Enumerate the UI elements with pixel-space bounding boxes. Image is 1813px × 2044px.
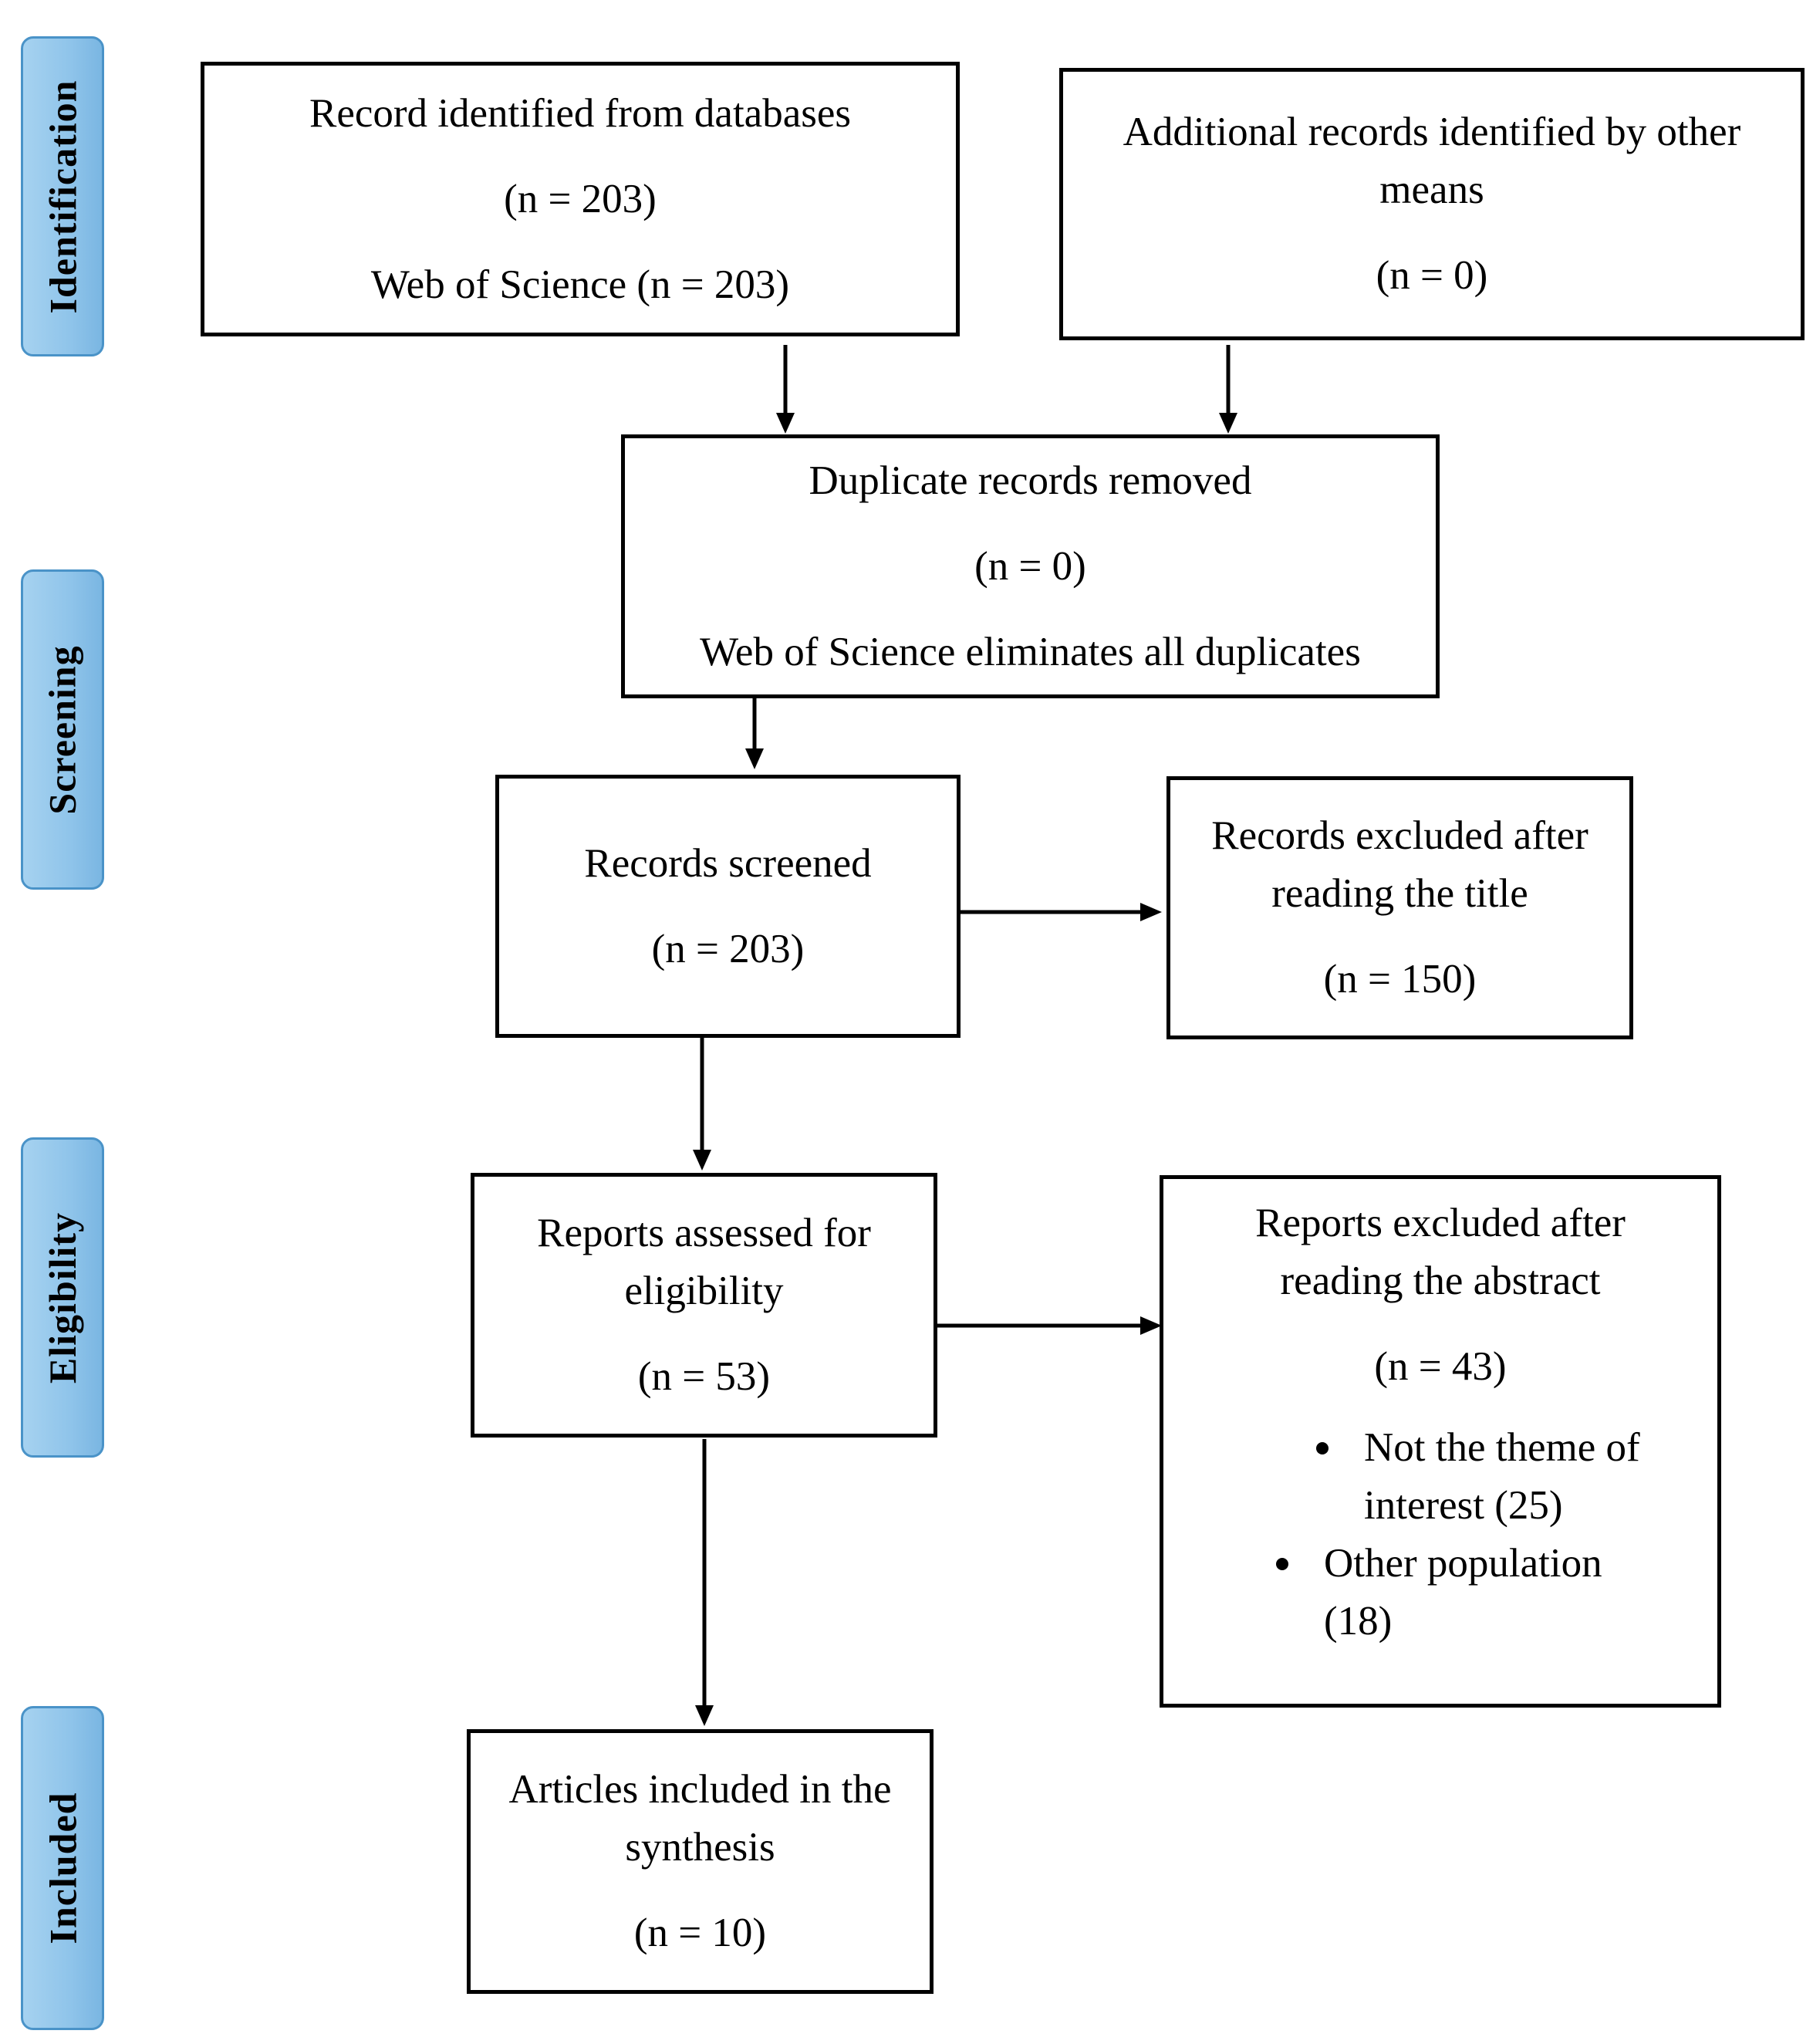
arrowhead-7 <box>695 1705 714 1726</box>
arrowhead-2 <box>1219 413 1237 434</box>
duplicates-box: Duplicate records removed (n = 0) Web of… <box>621 434 1440 698</box>
databases-count: (n = 203) <box>504 176 657 221</box>
excluded-abstract-title: Reports excluded after reading the abstr… <box>1255 1201 1626 1303</box>
eligibility-title: Reports assessed for eligibility <box>537 1211 871 1313</box>
phase-identification: Identification <box>21 36 104 356</box>
phase-included: Included <box>21 1706 104 2030</box>
bullet-icon <box>1316 1442 1329 1454</box>
duplicates-title: Duplicate records removed <box>809 458 1252 503</box>
included-title: Articles included in the synthesis <box>508 1767 892 1870</box>
eligibility-count: (n = 53) <box>637 1354 771 1399</box>
screened-title: Records screened <box>584 840 872 886</box>
eligibility-box: Reports assessed for eligibility (n = 53… <box>471 1173 937 1438</box>
excluded-title-title: Records excluded after reading the title <box>1211 813 1588 916</box>
exclusion-reasons-list: Not the theme of interest (25) Other pop… <box>1210 1419 1671 1650</box>
excluded-abstract-box: Reports excluded after reading the abstr… <box>1160 1175 1721 1708</box>
other-means-box: Additional records identified by other m… <box>1059 68 1805 340</box>
excluded-title-count: (n = 150) <box>1323 957 1477 1002</box>
exclusion-reason-text: Not the theme of interest (25) <box>1364 1425 1640 1528</box>
included-count: (n = 10) <box>633 1911 767 1955</box>
arrowhead-3 <box>745 748 764 769</box>
bullet-icon <box>1276 1558 1288 1570</box>
arrowhead-4 <box>1140 903 1162 921</box>
phase-screening: Screening <box>21 569 104 890</box>
exclusion-reason-text: Other population (18) <box>1324 1541 1602 1644</box>
arrowhead-1 <box>776 413 795 434</box>
arrowhead-6 <box>1140 1316 1162 1335</box>
other-means-count: (n = 0) <box>1376 253 1488 298</box>
duplicates-count: (n = 0) <box>974 543 1086 589</box>
included-box: Articles included in the synthesis (n = … <box>467 1729 934 1994</box>
duplicates-detail: Web of Science eliminates all duplicates <box>700 629 1361 674</box>
other-means-title: Additional records identified by other m… <box>1123 110 1741 212</box>
databases-detail: Web of Science (n = 203) <box>370 262 790 307</box>
excluded-title-box: Records excluded after reading the title… <box>1166 776 1633 1039</box>
screened-box: Records screened (n = 203) <box>495 775 961 1038</box>
exclusion-reason-item: Not the theme of interest (25) <box>1210 1419 1657 1535</box>
screened-count: (n = 203) <box>651 926 805 971</box>
arrowhead-5 <box>693 1150 711 1171</box>
databases-box: Record identified from databases (n = 20… <box>201 62 960 336</box>
phase-eligibility: Eligibility <box>21 1137 104 1458</box>
excluded-abstract-count: (n = 43) <box>1374 1344 1507 1389</box>
exclusion-reason-item: Other population (18) <box>1210 1535 1648 1650</box>
databases-title: Record identified from databases <box>309 90 851 136</box>
